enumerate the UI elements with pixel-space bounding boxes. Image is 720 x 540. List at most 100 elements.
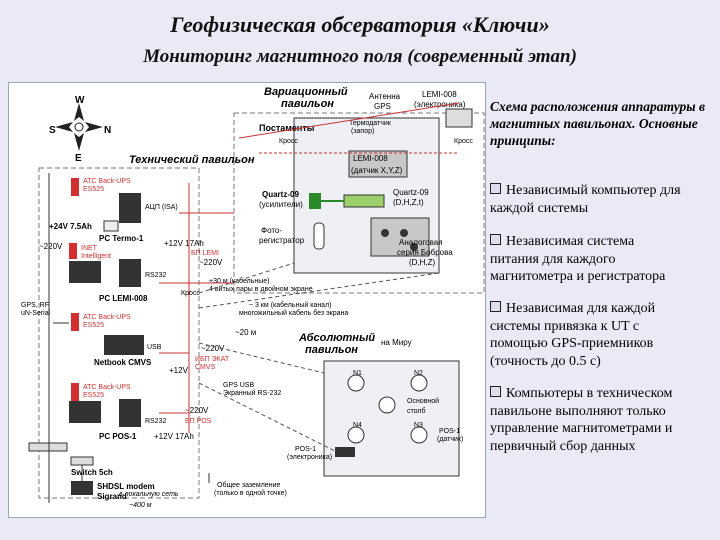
ups3-label: АТС Back-UPS — [83, 384, 131, 391]
compass-s-label: S — [49, 125, 56, 136]
v220-label: ~220V — [39, 242, 63, 251]
bullet-box-icon — [490, 386, 501, 397]
bullet-4-line-2: павильоне выполняют только — [490, 403, 666, 419]
pc-lemi-tower — [119, 259, 141, 287]
shdsl-label: SHDSL modem — [97, 482, 155, 491]
ups3-label-2: ES525 — [83, 392, 104, 399]
pc-termo-label: PC Termo-1 — [99, 234, 144, 243]
pos1-electronics-box — [335, 447, 355, 457]
bullet-3-line-2: системы привязка к UT с — [490, 318, 640, 334]
pc-lemi-label: PC LEMI-008 — [99, 294, 148, 303]
quartz-amp-label: Quartz-09 — [262, 190, 299, 199]
n4-label: N4 — [353, 422, 362, 429]
antenna-label: Антенна — [369, 92, 401, 101]
km-cable-label: ~ 3 км (кабельный канал) — [249, 301, 332, 309]
inet-label-2: Intelligent — [81, 253, 111, 260]
lemi-top-label-2: (электроника) — [414, 100, 466, 109]
bp-lemi-label: БП LEMI — [191, 250, 219, 257]
tech-pavilion-label: Технический павильон — [129, 154, 255, 166]
bobrov-label: Аналоговая — [399, 238, 443, 247]
lines4-label-2: 4 витых пары в двойном экране — [209, 285, 313, 293]
netbook-label: Netbook CMVS — [94, 358, 152, 367]
cross-label-3: Кросс — [181, 290, 200, 297]
gps-rf-label-2: uN-Serial — [21, 310, 51, 317]
sidebar-heading: Схема расположения аппаратуры в магнитны… — [490, 99, 706, 148]
netbook-icon — [104, 335, 144, 355]
compass-rose-icon: W S N E — [49, 95, 111, 164]
antenna-label-2: GPS — [374, 102, 391, 111]
compass-e-label: E — [75, 153, 82, 164]
pc-pos-monitor — [69, 401, 101, 423]
quartz-amp-label-2: (усилители) — [259, 200, 303, 209]
bullet-2-line-3: магнитометра и регистратора — [490, 269, 666, 284]
gps-usb-label: GPS USB — [223, 382, 254, 389]
postaments-label: Постаменты — [259, 123, 315, 133]
abs-pavilion-label: Абсолютный — [298, 332, 375, 344]
quartz-sensor-label: Quartz-09 — [393, 188, 429, 197]
n3-label: N3 — [414, 422, 423, 429]
bullet-2: Независимая система питания для каждого … — [490, 233, 716, 286]
rs232-pos-label: RS232 — [145, 418, 167, 425]
tech-pavilion-room — [38, 167, 200, 499]
pos1-el-label-2: (электроника) — [287, 454, 332, 461]
page-title: Геофизическая обсерватория «Ключи» — [170, 12, 550, 37]
main-pillar-label-2: столб — [407, 407, 425, 415]
lemi-sensor-box — [348, 150, 408, 178]
switch-icon — [70, 456, 94, 466]
bullet-4-line-4: первичный сбор данных — [490, 438, 636, 454]
compass-n-label: N — [104, 125, 111, 136]
bullet-box-icon — [490, 301, 501, 312]
bobrov-box — [370, 217, 430, 257]
pc-pos-tower — [119, 399, 141, 427]
modem-icon — [71, 481, 93, 495]
local-net-label: в локальную сеть — [119, 491, 179, 498]
gps-rf-label: GPS, RF — [21, 302, 49, 309]
pc-lemi-monitor — [69, 261, 101, 283]
bullet-4-line-1: Компьютеры в техническом — [506, 386, 673, 401]
rs232-label: RS232 — [145, 272, 167, 279]
bobrov-label-2: серия Боброва — [397, 248, 453, 257]
bullet-2-line-1: Независимая система — [506, 234, 635, 249]
lemi-top-label: LEMI-008 — [422, 90, 457, 99]
lemi-sensor-label-2: (датчик X,Y,Z) — [351, 166, 403, 175]
abs-pavilion-label-2: павильон — [305, 344, 358, 356]
pos1-sensor-label: POS-1 — [439, 428, 460, 435]
lemi-electronics-box — [445, 108, 473, 128]
power-strip — [28, 442, 68, 452]
lines4-label: +30 м (кабельные) — [209, 277, 269, 285]
bullet-4-line-3: управление магнитометрами и — [490, 421, 673, 436]
na-miru-label: на Миру — [381, 338, 412, 347]
aup-label: АЦП (ISA) — [145, 204, 178, 211]
photo-reg-label: Фото- — [261, 226, 282, 235]
inet-label: INET — [81, 245, 98, 252]
quartz-sensor-box — [343, 194, 385, 208]
shdsl-label-2: Sigrand — [97, 492, 127, 501]
bp-ekat-label: ИБП ЭКАТ — [195, 356, 230, 363]
abs-pavilion-room — [323, 360, 460, 477]
var-pavilion-label-2: павильон — [281, 98, 334, 110]
bullet-3: Независимая для каждой системы привязка … — [490, 300, 716, 370]
ground-label-2: (только в одной точке) — [214, 489, 287, 497]
quartz-sensor-label-2: (D,H,Z,t) — [393, 198, 424, 207]
quartz-amp-box — [309, 193, 321, 209]
n2-label: N2 — [414, 370, 423, 377]
pc-termo-tower — [119, 193, 141, 223]
equipment-diagram: W S N E Вариационный павильон Антенна GP… — [8, 82, 486, 518]
local-net-label-2: ~400 м — [129, 502, 152, 509]
main-pillar-label: Основной — [407, 397, 439, 405]
photo-reg-box — [313, 222, 325, 250]
bullet-1-line-1: Независимый компьютер для — [506, 183, 681, 198]
page-subtitle: Мониторинг магнитного поля (современный … — [143, 46, 577, 67]
v24-label: +24V 7.5Ah — [49, 222, 92, 231]
gps-usb-label-2: Экранный RS-232 — [223, 389, 281, 397]
bullet-3-line-3: помощью GPS-приемников — [490, 336, 654, 351]
usb-label: USB — [147, 344, 162, 351]
bullet-2-line-2: питания для каждого — [490, 251, 616, 267]
bobrov-label-3: (D,H,Z) — [409, 258, 436, 267]
pc-pos-label: PC POS-1 — [99, 432, 137, 441]
bullet-1: Независимый компьютер для каждой системы — [490, 182, 716, 217]
lemi-sensor-label: LEMI-008 — [353, 154, 388, 163]
v220c-label: ~220V — [185, 406, 209, 415]
v220b-label: ~220V — [201, 344, 225, 353]
bp-pos-label: БП POS — [185, 418, 212, 425]
